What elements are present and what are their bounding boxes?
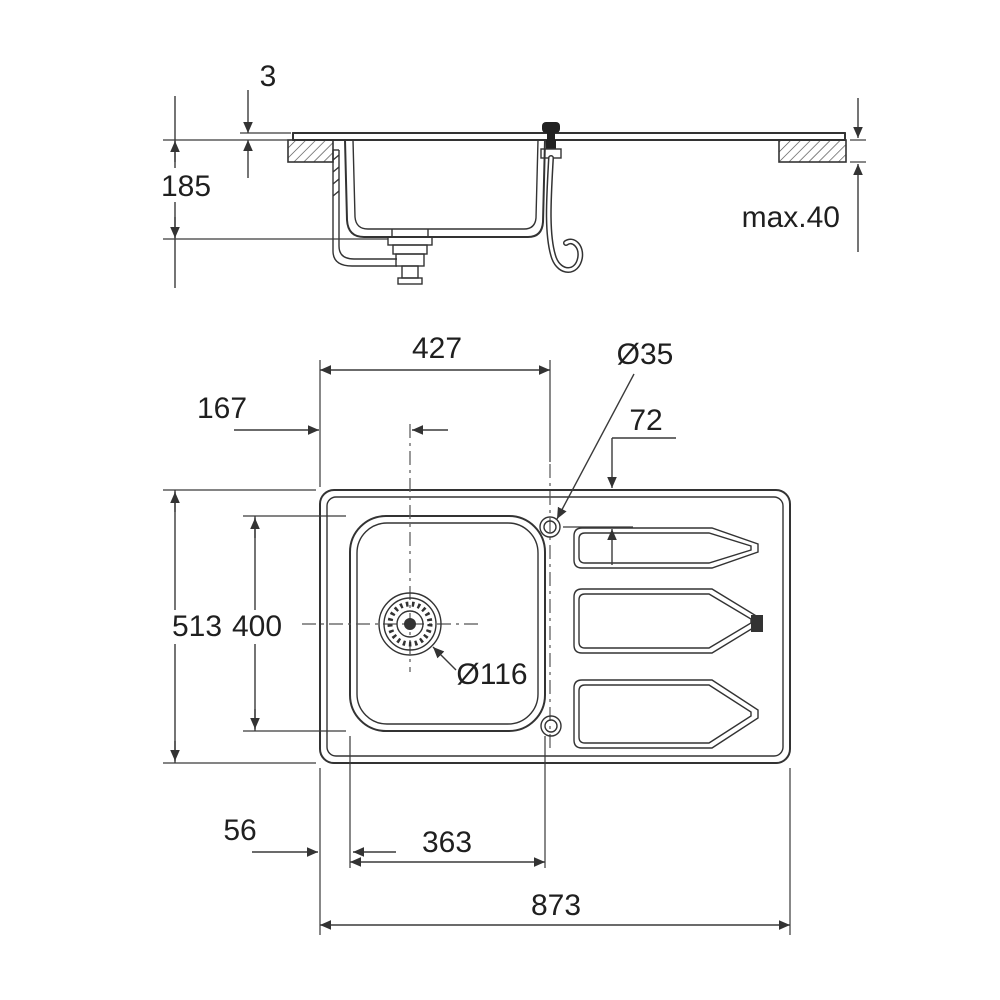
dim-counter-thickness-label: max.40 [742,201,840,234]
drainer-slot-mark [751,615,763,632]
drain-strainer-plan [378,592,442,656]
dim-overall-length-label: 873 [531,889,581,922]
dim-drain-from-left-label: 167 [197,392,247,425]
dim-drain-from-left: 167 [197,392,448,435]
overflow-pipe-section [332,149,397,267]
dim-bowl-depth-label: 185 [161,170,211,203]
dim-tap-hole-diameter: Ø35 [556,338,674,520]
dim-bowl-depth: 185 [152,96,388,288]
sink-bowl-section [344,139,546,238]
tap-hole [539,516,561,538]
dim-drain-diameter: Ø116 [432,646,528,691]
dim-bowl-width: 400 [227,515,346,732]
dim-tap-from-edge-label: 72 [629,404,662,437]
dim-bowl-offset-label: 56 [223,814,256,847]
plan-view: 427 Ø35 167 72 513 [163,332,791,935]
faucet-fitting-icon [542,122,560,133]
dim-bowl-width-label: 400 [232,610,282,643]
drain-assembly-section [387,229,433,285]
dim-bowl-length: 363 [350,736,546,868]
sink-outline-plan [319,489,791,764]
sink-deck-section [292,132,846,141]
dim-tap-hole-diameter-label: Ø35 [617,338,674,371]
dim-drain-diameter-label: Ø116 [456,658,527,691]
dim-overall-length: 873 [320,768,791,935]
dim-tap-from-edge: 72 [563,404,676,565]
section-view: 3 185 max.40 [152,60,866,288]
countertop-hatch-right [778,139,847,163]
dim-rim-height-label: 3 [260,60,277,93]
dim-counter-thickness: max.40 [742,98,866,252]
dim-overall-depth-label: 513 [172,610,222,643]
dim-overall-depth: 513 [163,489,316,764]
faucet-hose-section [540,122,584,273]
drainer-grooves [573,527,763,749]
dim-bowl-length-label: 363 [422,826,472,859]
second-hole [540,715,562,737]
countertop-hatch-left [287,139,334,163]
dim-tap-from-left: 427 [319,332,551,487]
dim-rim-height: 3 [163,60,291,178]
dim-tap-from-left-label: 427 [412,332,462,365]
dim-bowl-offset: 56 [223,736,396,935]
